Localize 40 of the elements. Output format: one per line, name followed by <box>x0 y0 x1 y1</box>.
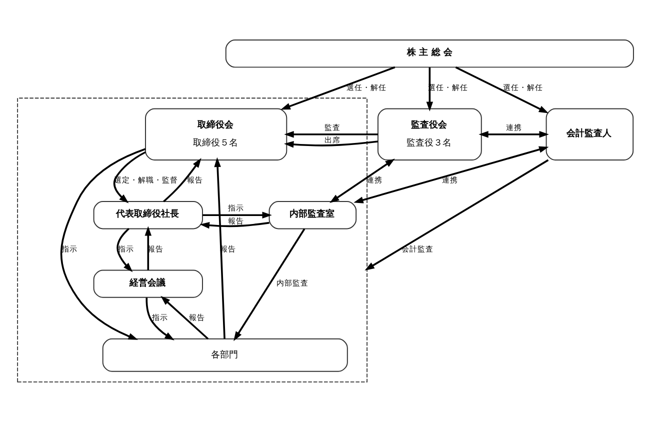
arrow <box>280 66 396 110</box>
edge-label: 監査 <box>324 122 340 132</box>
edge-label: 指示 <box>228 203 244 212</box>
arrow <box>116 228 133 272</box>
edge-label: 報告 <box>189 312 206 322</box>
arrow <box>202 211 272 218</box>
edge-label: 報告 <box>228 216 244 225</box>
edge-label: 指示 <box>62 244 78 253</box>
arrow <box>284 140 378 148</box>
arrow <box>354 146 549 203</box>
edge-label: 報告 <box>186 175 203 184</box>
arrow <box>144 226 152 270</box>
node-box: 代表取締役社長 <box>93 200 203 229</box>
node-box: 各部門 <box>102 338 348 372</box>
arrow <box>163 158 202 202</box>
arrow <box>214 156 226 338</box>
arrow <box>160 295 209 340</box>
arrow <box>200 221 270 228</box>
edge-label: 連携 <box>442 175 458 184</box>
edge-label: 内部監査 <box>276 278 308 288</box>
arrow <box>234 228 306 341</box>
edge-label: 指示 <box>152 312 168 322</box>
arrow <box>455 66 549 113</box>
arrow <box>284 130 378 138</box>
node-box: 取締役会 取締役５名 <box>145 108 288 160</box>
node-box: 会計監査人 <box>546 108 634 160</box>
arrow <box>364 158 549 270</box>
edge-label: 出席 <box>324 135 340 144</box>
edge-label: 連携 <box>506 122 522 132</box>
node-box: 経営会議 <box>93 269 203 298</box>
arrow <box>478 130 549 138</box>
arrow <box>146 297 174 340</box>
cluster <box>17 97 368 382</box>
node-box: 監査役会 監査役３名 <box>378 108 482 160</box>
arrow <box>113 150 146 203</box>
edge-label: 選任・解任 <box>502 82 543 92</box>
arrow <box>60 148 146 340</box>
node-box: 内部監査室 <box>268 200 357 229</box>
node-box: 株 主 総 会 <box>225 39 634 68</box>
arrow <box>330 158 395 202</box>
